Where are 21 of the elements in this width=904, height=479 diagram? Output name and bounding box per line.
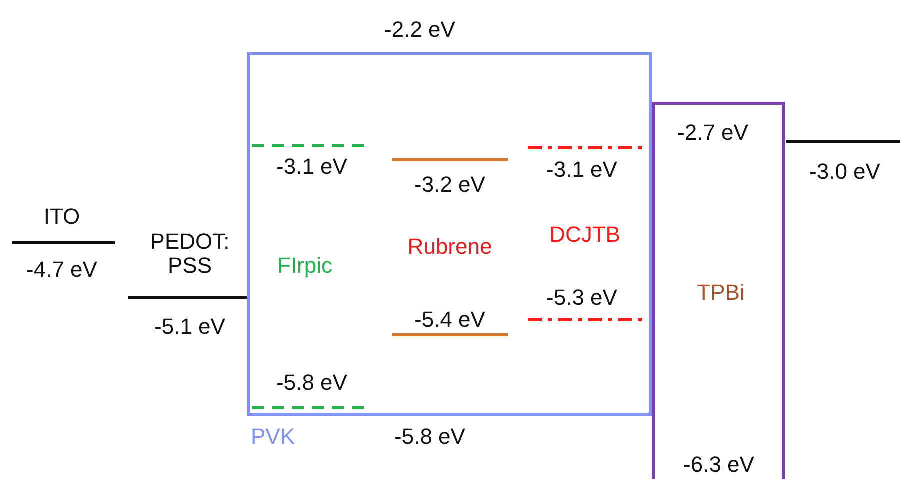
energy-label: -5.8 eV: [394, 425, 466, 449]
layer-label: PEDOT: PSS: [149, 230, 231, 278]
energy-label: -4.7 eV: [26, 258, 98, 282]
layer-label: ITO: [44, 205, 80, 229]
material-label: Rubrene: [408, 235, 492, 259]
energy-label: -2.2 eV: [384, 18, 456, 42]
energy-label: -5.8 eV: [276, 371, 348, 395]
energy-label: -5.4 eV: [414, 308, 486, 332]
energy-label: -3.1 eV: [276, 155, 348, 179]
energy-label: -5.1 eV: [154, 315, 226, 339]
layer-label: PVK: [250, 425, 296, 449]
energy-level-box: [652, 102, 785, 479]
energy-label: -2.7 eV: [678, 121, 748, 145]
material-label: DCJTB: [550, 223, 620, 247]
energy-label: -3.2 eV: [414, 173, 486, 197]
material-label: FIrpic: [278, 254, 332, 278]
energy-label: -3.1 eV: [546, 158, 618, 182]
layer-label: TPBi: [697, 281, 745, 305]
energy-label: -3.0 eV: [810, 160, 880, 184]
energy-label: -5.3 eV: [546, 286, 618, 310]
energy-label: -6.3 eV: [684, 453, 754, 477]
